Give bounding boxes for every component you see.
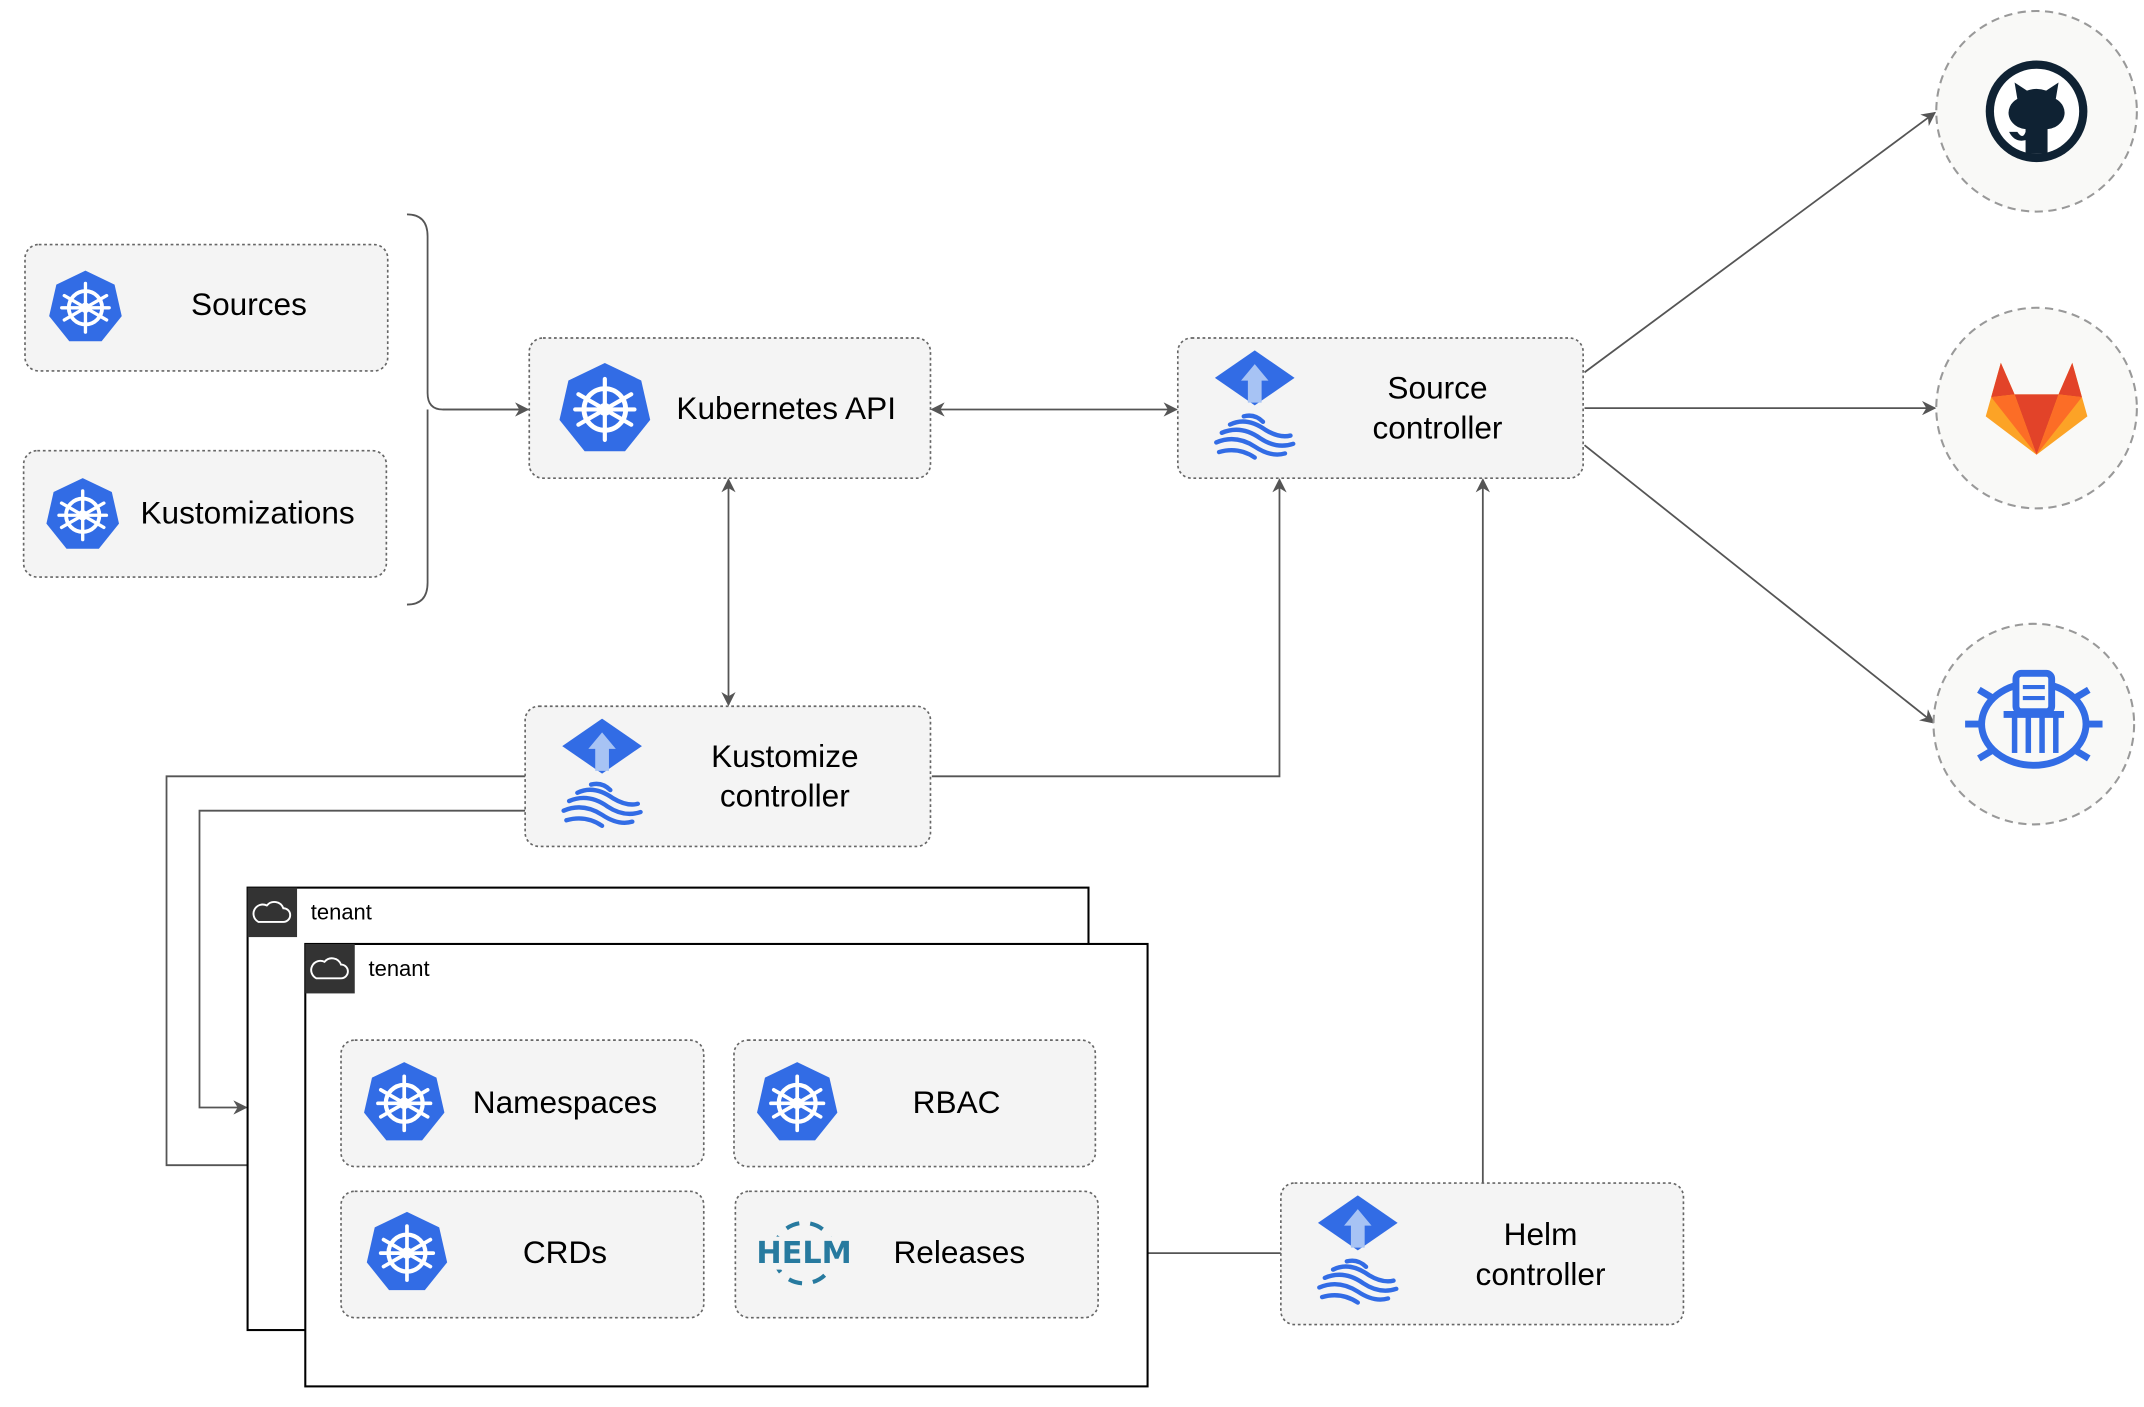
github-icon — [1985, 60, 2088, 163]
source-helm-repository[interactable] — [1932, 622, 2136, 826]
node-kustomize-controller[interactable]: Kustomize controller — [524, 705, 932, 848]
cloud-icon — [252, 901, 292, 923]
tenant-label: tenant — [311, 900, 372, 925]
edge-kustomize-to-tenant-front — [165, 775, 526, 1173]
node-namespaces[interactable]: Namespaces — [340, 1039, 705, 1168]
node-rbac[interactable]: RBAC — [733, 1039, 1097, 1168]
brace — [406, 213, 527, 606]
node-label: Kubernetes API — [676, 390, 896, 426]
node-label-line1: Helm — [1504, 1216, 1578, 1252]
edge-kustomize-to-source — [931, 478, 1287, 778]
node-releases[interactable]: HELM Releases — [734, 1190, 1099, 1319]
cloud-icon — [310, 957, 349, 980]
node-label: Sources — [191, 286, 307, 322]
edges — [165, 111, 1937, 1261]
tenant-label: tenant — [369, 956, 430, 981]
node-label: Releases — [893, 1234, 1025, 1270]
edge-kustomize-to-tenant-back — [198, 809, 526, 1115]
node-label: CRDs — [523, 1234, 607, 1270]
node-sources[interactable]: Sources — [24, 243, 389, 372]
node-source-controller[interactable]: Source controller — [1176, 337, 1584, 479]
node-label-line2: controller — [1373, 409, 1503, 445]
source-gitlab[interactable] — [1935, 306, 2138, 510]
edge-source-to-helm-repo — [1583, 444, 1935, 724]
node-label-line1: Source — [1387, 370, 1487, 406]
edge-source-to-github — [1583, 111, 1937, 374]
node-kubernetes-api[interactable]: Kubernetes API — [528, 337, 932, 479]
node-helm-controller[interactable]: Helm controller — [1280, 1182, 1685, 1326]
node-label-line2: controller — [720, 778, 850, 814]
node-kustomizations[interactable]: Kustomizations — [22, 449, 388, 578]
node-label: Namespaces — [473, 1084, 657, 1120]
node-crds[interactable]: CRDs — [340, 1190, 705, 1319]
helm-logo-text: HELM — [756, 1236, 851, 1271]
node-label-line1: Kustomize — [711, 738, 858, 774]
node-label: Kustomizations — [140, 495, 354, 531]
helm-icon: HELM — [756, 1220, 852, 1286]
helm-repository-icon — [1965, 669, 2103, 769]
node-label: RBAC — [913, 1084, 1001, 1120]
source-github[interactable] — [1935, 9, 2138, 213]
gitlab-icon — [1985, 362, 2088, 455]
node-label-line2: controller — [1476, 1256, 1606, 1292]
